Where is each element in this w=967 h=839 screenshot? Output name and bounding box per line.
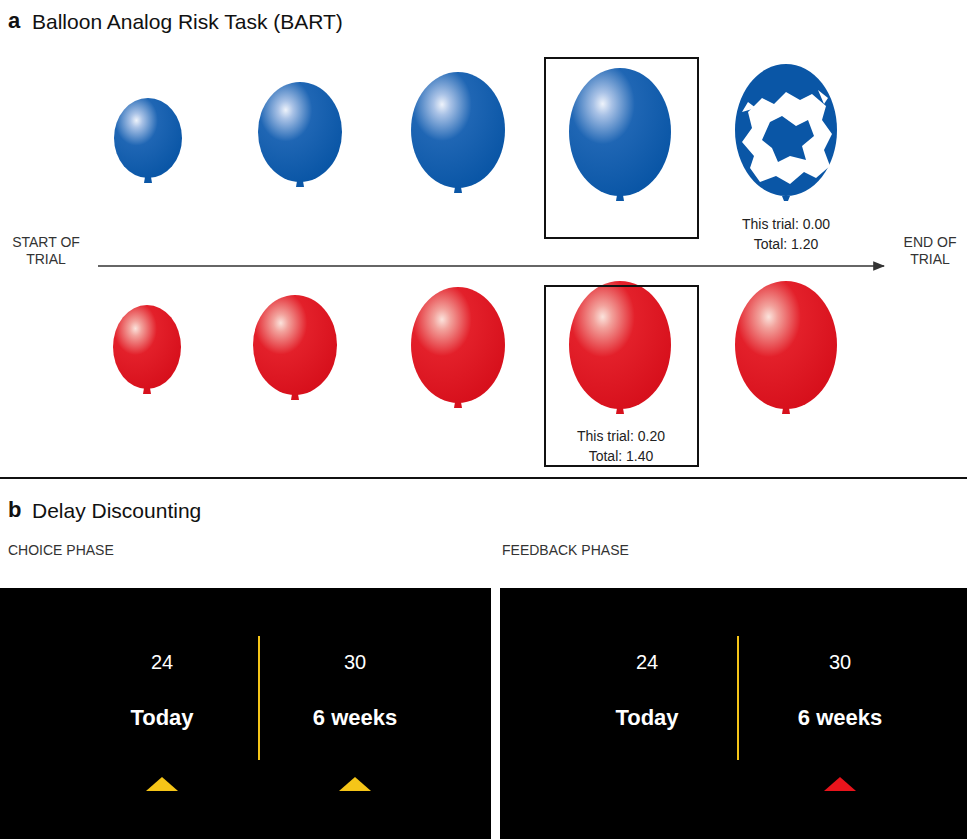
amount: 24 — [151, 650, 173, 674]
screen-panel: 24Today 30 6 weeks — [0, 588, 491, 839]
balloon — [258, 82, 342, 187]
popped-balloon — [735, 64, 837, 201]
balloon — [114, 98, 182, 183]
annotation: END OF TRIAL — [890, 234, 967, 268]
balloon — [569, 281, 671, 414]
selection-frame — [545, 58, 698, 238]
screen-panel: 24Today 30 6 weeks — [500, 588, 967, 839]
annotation: Total: 1.20 — [754, 236, 819, 253]
divider-line — [737, 636, 739, 760]
annotation: This trial: 0.00 — [742, 216, 830, 233]
annotation: START OF TRIAL — [6, 234, 86, 268]
panel-letter: a — [8, 8, 20, 34]
balloon — [569, 68, 671, 201]
choice-marker — [824, 777, 856, 791]
balloon-row — [113, 68, 837, 414]
panel-divider — [0, 477, 967, 479]
balloon — [253, 295, 337, 400]
balloon — [411, 287, 505, 408]
balloon — [411, 72, 505, 193]
delay: 6 weeks — [313, 705, 397, 731]
annotation: Total: 1.40 — [589, 448, 654, 465]
panel-letter: b — [8, 497, 21, 523]
panel-title: Balloon Analog Risk Task (BART) — [32, 9, 343, 34]
choice-marker — [339, 777, 371, 791]
balloon — [113, 305, 181, 394]
divider-line — [258, 636, 260, 760]
selection-frame — [545, 286, 698, 466]
amount: 30 — [344, 650, 366, 674]
delay: Today — [130, 705, 193, 731]
panel-title: Delay Discounting — [32, 498, 201, 523]
screen-graphics — [500, 588, 967, 839]
amount: 30 — [829, 650, 851, 674]
screen-graphics — [0, 588, 491, 839]
choice-marker — [146, 777, 178, 791]
annotation: FEEDBACK PHASE — [502, 542, 629, 559]
time-arrow — [98, 265, 884, 267]
delay: 6 weeks — [798, 705, 882, 731]
annotation: This trial: 0.20 — [577, 428, 665, 445]
amount: 24 — [636, 650, 658, 674]
delay: Today — [615, 705, 678, 731]
balloon — [735, 281, 837, 414]
annotation: CHOICE PHASE — [8, 542, 114, 559]
